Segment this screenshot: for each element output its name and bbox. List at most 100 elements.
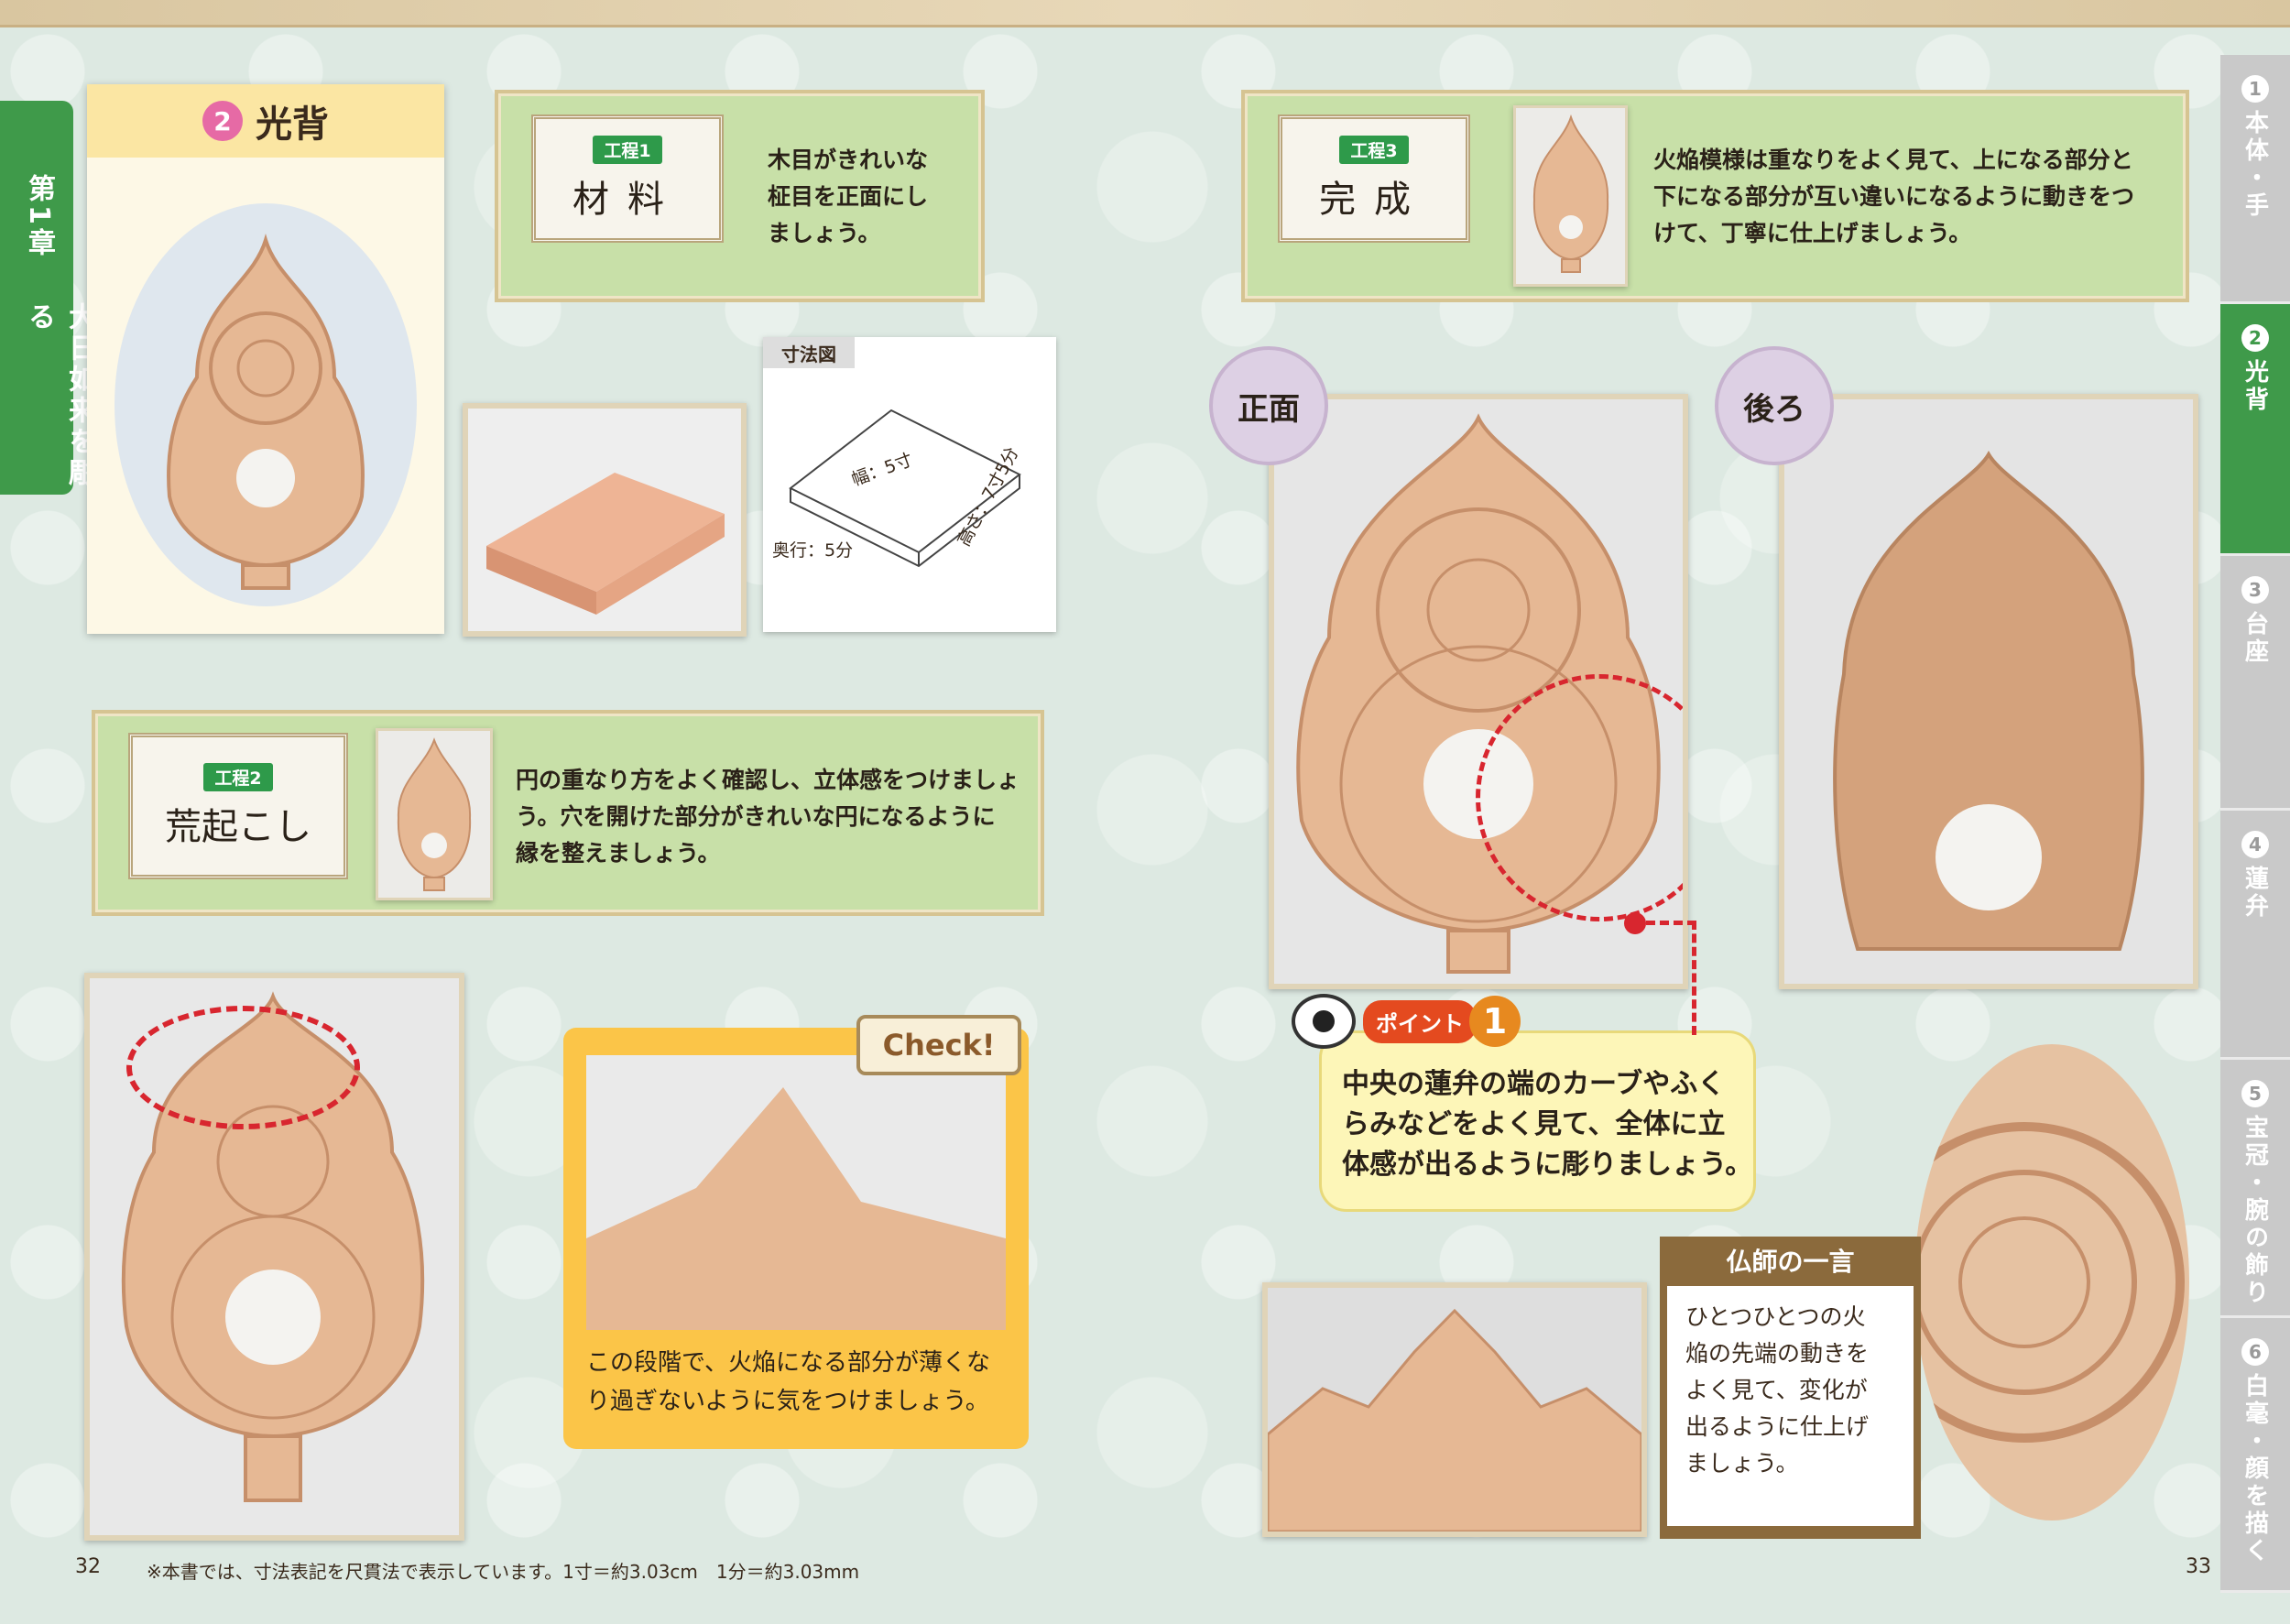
check-text: この段階で、火焔になる部分が薄くな り過ぎないように気をつけましょう。 bbox=[586, 1344, 990, 1421]
back-kohai-image bbox=[1833, 451, 2144, 951]
dimension-diagram: 寸法図 幅：5寸 高さ：7寸5分 奥行：5分 bbox=[763, 337, 1056, 632]
dimension-drawing bbox=[789, 409, 1021, 568]
kohai-oval bbox=[114, 203, 417, 606]
front-photo bbox=[1269, 394, 1688, 989]
side-tab-6[interactable]: 6 白毫・顔を描く bbox=[2220, 1318, 2290, 1593]
check-label: Check! bbox=[856, 1015, 1021, 1075]
step3-text-line: けて、丁寧に仕上げましょう。 bbox=[1653, 220, 1972, 246]
step2-text-line: 円の重なり方をよく確認し、立体感をつけましょ bbox=[516, 767, 1020, 793]
point-text-line: 体感が出るように彫りましょう。 bbox=[1342, 1149, 1753, 1181]
roughout-highlight-ellipse bbox=[126, 1006, 360, 1129]
step3-text-line: 下になる部分が互い違いになるように動きをつ bbox=[1653, 183, 2135, 210]
step2-text-line: う。穴を開けた部分がきれいな円になるように bbox=[516, 803, 996, 830]
busshi-title: 仏師の一言 bbox=[1726, 1247, 1855, 1277]
check-zoom-image bbox=[586, 1087, 1006, 1330]
tab-3-number: 3 bbox=[2241, 576, 2269, 604]
chapter-arrow bbox=[0, 101, 55, 137]
point-text-line: 中央の蓮弁の端のカーブやふく bbox=[1342, 1068, 1726, 1100]
section-card: 2 光背 bbox=[87, 84, 444, 634]
step2-text: 円の重なり方をよく確認し、立体感をつけましょ う。穴を開けた部分がきれいな円にな… bbox=[516, 762, 1020, 872]
side-tab-5[interactable]: 5 宝冠・腕の飾り bbox=[2220, 1060, 2290, 1318]
check-text-line: り過ぎないように気をつけましょう。 bbox=[586, 1388, 989, 1415]
step3-tag: 工程3 bbox=[1339, 135, 1409, 164]
step2-text-line: 縁を整えましょう。 bbox=[516, 840, 721, 866]
section-title: 光背 bbox=[256, 104, 329, 146]
step2-title: 荒起こし bbox=[165, 805, 311, 848]
flame-detail-photo bbox=[1262, 1282, 1647, 1537]
point-text-line: らみなどをよく見て、全体に立 bbox=[1342, 1108, 1726, 1140]
side-tab-2[interactable]: 2 光背 bbox=[2220, 304, 2290, 556]
flame-detail-image bbox=[1268, 1308, 1641, 1531]
check-zoom-photo bbox=[586, 1055, 1006, 1330]
busshi-text-line: ひとつひとつの火 bbox=[1685, 1303, 1866, 1330]
detail-oval-photo bbox=[1914, 1044, 2189, 1520]
step2-kohai-image bbox=[397, 737, 472, 891]
busshi-text-line: よく見て、変化が bbox=[1685, 1377, 1868, 1403]
side-tab-3[interactable]: 3 台座 bbox=[2220, 556, 2290, 811]
top-decorative-band bbox=[0, 0, 2290, 27]
busshi-text-line: 出るように仕上げ bbox=[1685, 1413, 1870, 1440]
busshi-box: 仏師の一言 ひとつひとつの火 焔の先端の動きを よく見て、変化が 出るように仕上… bbox=[1660, 1237, 1921, 1539]
tab-5-number: 5 bbox=[2241, 1080, 2269, 1107]
tab-3-label: 台座 bbox=[2241, 611, 2269, 666]
step2-tag: 工程2 bbox=[203, 762, 273, 791]
step3-title: 完成 bbox=[1319, 178, 1429, 221]
step1-title: 材料 bbox=[572, 178, 682, 221]
point-callout bbox=[1319, 1030, 1756, 1212]
tab-6-number: 6 bbox=[2241, 1338, 2269, 1366]
check-callout: この段階で、火焔になる部分が薄くな り過ぎないように気をつけましょう。 bbox=[563, 1028, 1029, 1449]
tab-2-label: 光背 bbox=[2241, 359, 2269, 414]
point-number: 1 bbox=[1469, 996, 1521, 1047]
right-page-number: 33 bbox=[2186, 1555, 2211, 1578]
step2-photo bbox=[376, 728, 493, 900]
dimension-title: 寸法図 bbox=[763, 337, 855, 368]
step1-text: 木目がきれいな 柾目を正面にし ましょう。 bbox=[768, 142, 928, 252]
chapter-marker: 第1章 大日如来を彫る bbox=[0, 101, 95, 495]
step1-tag: 工程1 bbox=[593, 135, 662, 164]
wood-block-image bbox=[486, 473, 725, 615]
step3-text: 火焔模様は重なりをよく見て、上になる部分と 下になる部分が互い違いになるように動… bbox=[1653, 142, 2134, 252]
kohai-finished-photo bbox=[167, 234, 365, 590]
chapter-label: 第1章 bbox=[23, 174, 55, 259]
side-tab-1[interactable]: 1 本体・手 bbox=[2220, 55, 2290, 304]
detail-oval-image bbox=[1914, 1122, 2185, 1443]
dimension-depth: 奥行：5分 bbox=[772, 540, 854, 561]
point-label-group: ポイント 1 bbox=[1292, 994, 1521, 1049]
tab-5-label: 宝冠・腕の飾り bbox=[2241, 1115, 2269, 1307]
tab-4-label: 蓮弁 bbox=[2241, 866, 2269, 921]
point-text: 中央の蓮弁の端のカーブやふく らみなどをよく見て、全体に立 体感が出るように彫り… bbox=[1342, 1064, 1752, 1185]
front-highlight-circle bbox=[1476, 674, 1683, 921]
step1-text-line: 柾目を正面にし bbox=[768, 183, 929, 210]
tab-2-number: 2 bbox=[2241, 324, 2269, 352]
tab-4-number: 4 bbox=[2241, 831, 2269, 858]
step3-kohai-image bbox=[1532, 114, 1609, 273]
step1-text-line: 木目がきれいな bbox=[768, 147, 929, 173]
step3-photo bbox=[1513, 105, 1628, 287]
tab-6-label: 白毫・顔を描く bbox=[2241, 1373, 2269, 1565]
back-badge: 後ろ bbox=[1715, 346, 1834, 465]
tab-1-number: 1 bbox=[2241, 75, 2269, 103]
section-header: 2 光背 bbox=[87, 84, 444, 158]
busshi-paper: ひとつひとつの火 焔の先端の動きを よく見て、変化が 出るように仕上げ ましょう… bbox=[1667, 1286, 1914, 1526]
step2-label: 工程2 荒起こし bbox=[128, 733, 348, 879]
footer-note: ※本書では、寸法表記を尺貫法で表示しています。1寸＝約3.03cm 1分＝約3.… bbox=[147, 1561, 860, 1583]
check-text-line: この段階で、火焔になる部分が薄くな bbox=[586, 1349, 990, 1377]
wood-block-photo bbox=[463, 403, 747, 637]
step1-label: 工程1 材料 bbox=[531, 114, 724, 243]
roughout-photo bbox=[84, 973, 464, 1541]
step1-text-line: ましょう。 bbox=[768, 220, 881, 246]
section-number: 2 bbox=[202, 101, 243, 141]
point-label: ポイント bbox=[1363, 999, 1477, 1043]
side-tab-4[interactable]: 4 蓮弁 bbox=[2220, 811, 2290, 1060]
point-connector bbox=[1632, 921, 1696, 1035]
back-photo bbox=[1779, 394, 2198, 989]
tab-1-label: 本体・手 bbox=[2241, 110, 2269, 220]
step3-label: 工程3 完成 bbox=[1278, 114, 1470, 243]
step3-text-line: 火焔模様は重なりをよく見て、上になる部分と bbox=[1653, 147, 2133, 173]
busshi-text-line: 焔の先端の動きを bbox=[1685, 1340, 1870, 1367]
eye-icon bbox=[1292, 994, 1356, 1049]
left-page-number: 32 bbox=[75, 1555, 101, 1578]
point-dot bbox=[1624, 912, 1646, 934]
front-badge: 正面 bbox=[1209, 346, 1328, 465]
busshi-text-line: ましょう。 bbox=[1685, 1450, 1799, 1477]
